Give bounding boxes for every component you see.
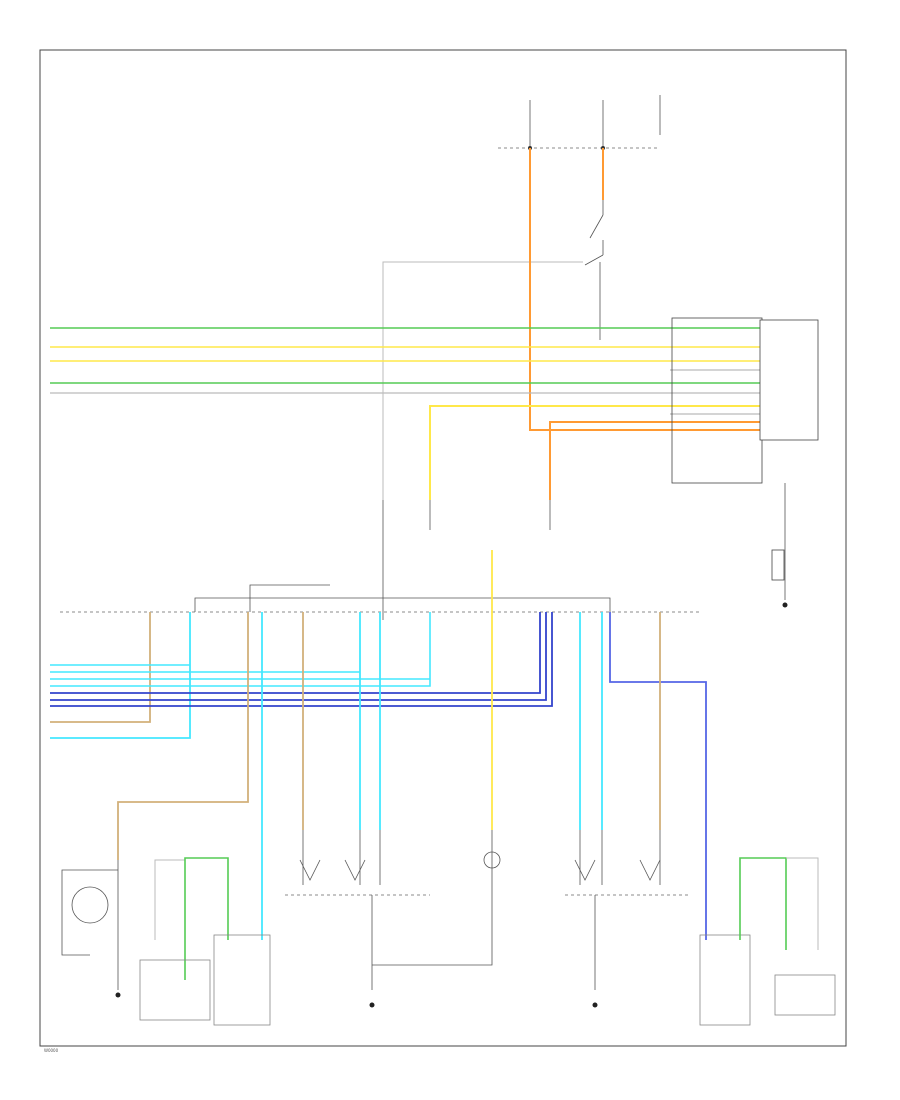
wire-tan-mid [117, 612, 249, 860]
fuse-block-top [498, 95, 661, 150]
wire-green-left-door [184, 857, 229, 980]
door-module-left [139, 857, 271, 1026]
wire-periwinkle-right [609, 612, 707, 940]
door-module-right [699, 857, 836, 1026]
wire-orange-c [549, 421, 760, 500]
wire-gray-signal [382, 261, 583, 500]
body-control-module [671, 317, 819, 608]
courtesy-lamp-left [61, 860, 121, 998]
diagram-frame [39, 49, 847, 1047]
courtesy-lamp-cluster-right [483, 830, 690, 1008]
wire-cyan-h4 [50, 612, 431, 687]
wire-blue-h3 [50, 612, 553, 707]
wire-blue-h1 [50, 612, 541, 694]
wire-yellow-module [429, 405, 760, 500]
wire-cyan-left [50, 612, 191, 739]
wire-tan-left [50, 612, 151, 723]
door-ajar-switch [584, 195, 604, 340]
diagram-code: W0000 [44, 1048, 59, 1053]
wire-green-right-door [739, 857, 787, 950]
wire-orange-a [529, 148, 760, 431]
wire-blue-h2 [50, 612, 547, 701]
courtesy-lamp-cluster-left [285, 830, 493, 1008]
